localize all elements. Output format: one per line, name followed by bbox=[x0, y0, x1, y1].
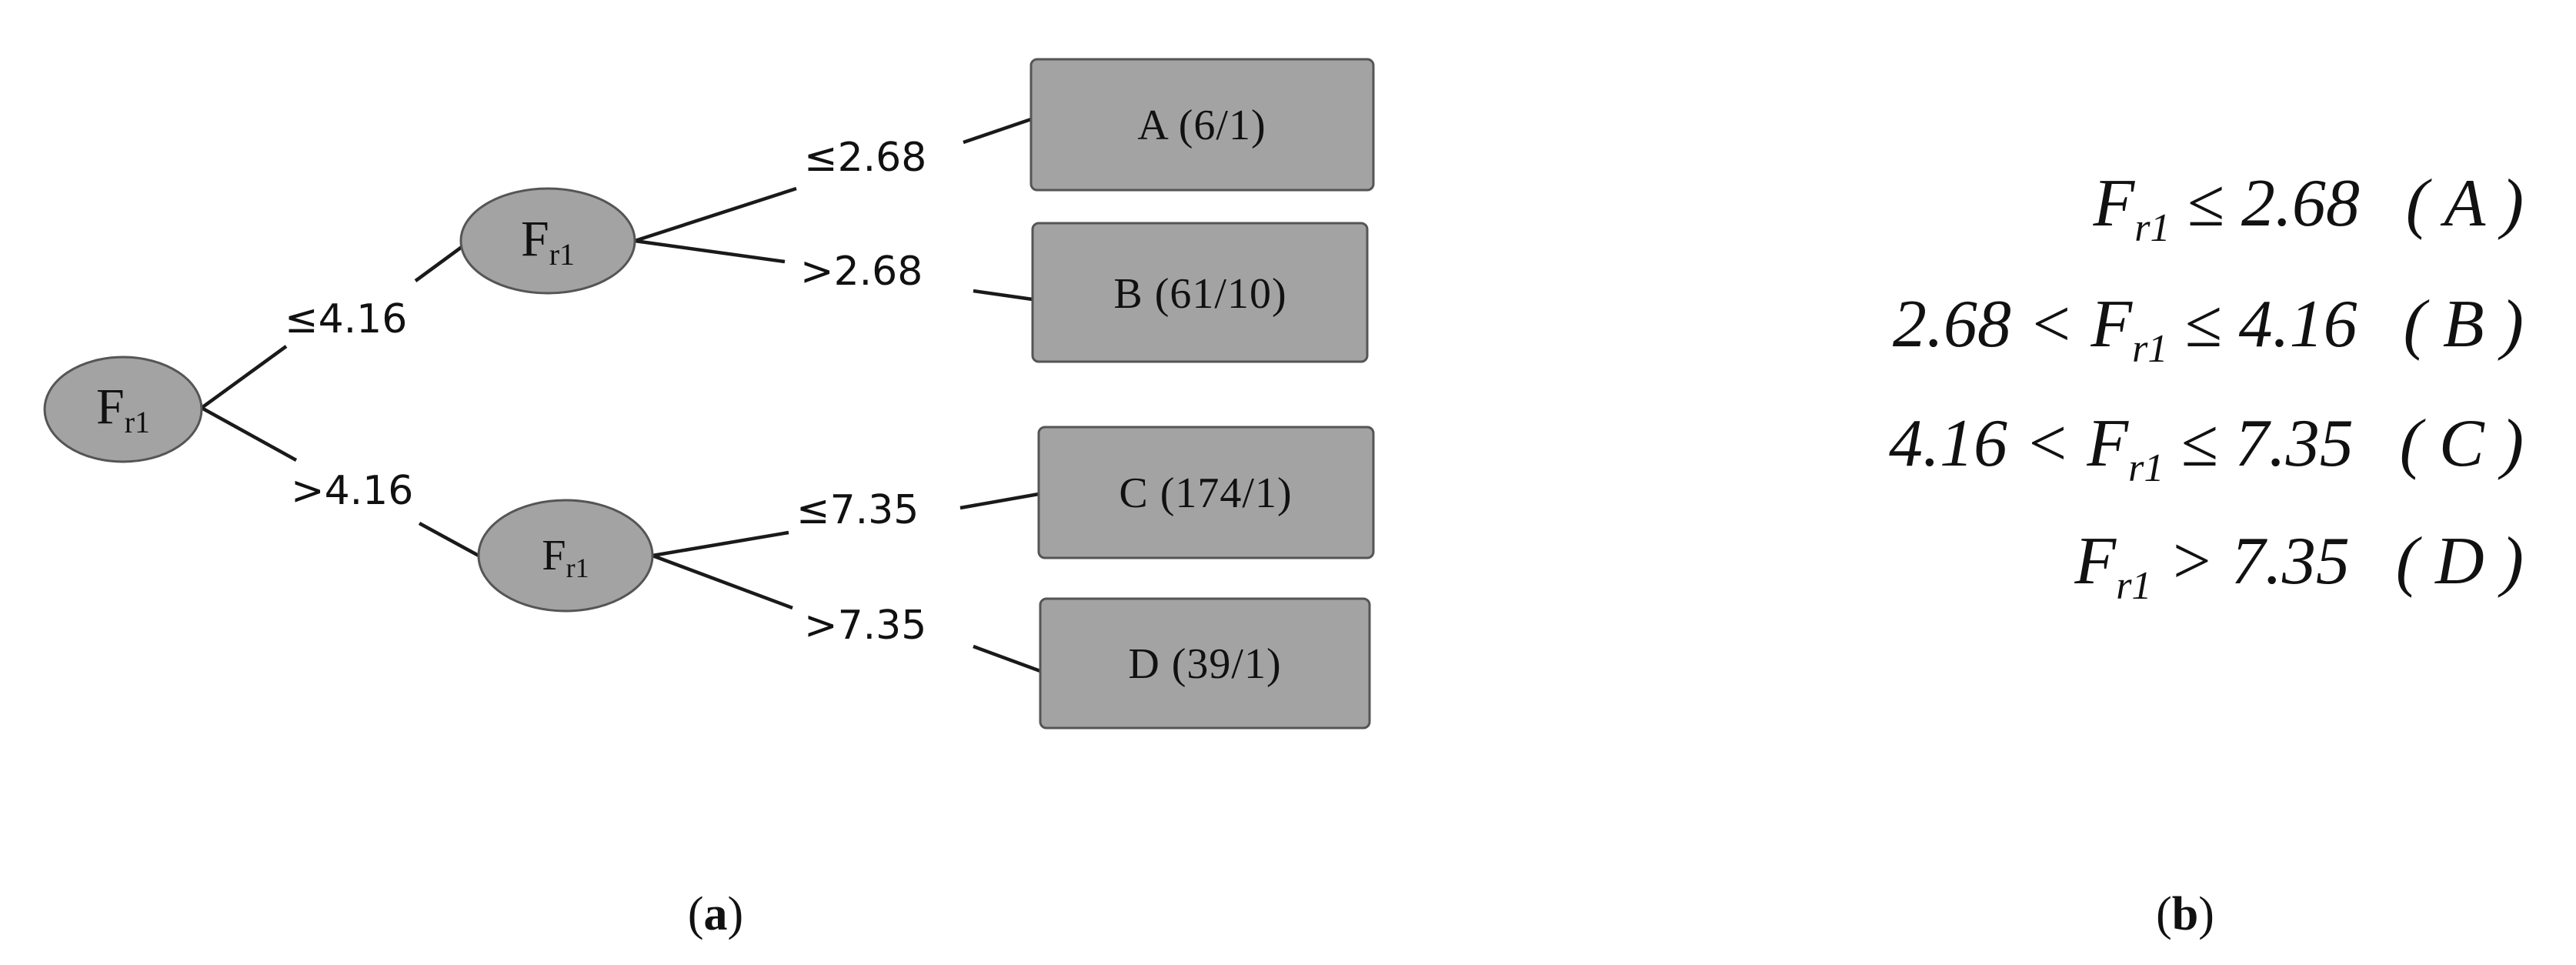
edge-upper-a-2 bbox=[963, 117, 1032, 145]
leaf-label-C: C (174/1) bbox=[1119, 469, 1292, 517]
rule-B: 2.68 < Fr1 ≤ 4.16( B ) bbox=[1893, 287, 2524, 371]
edge-upper-b bbox=[634, 239, 786, 264]
edge-root-lower bbox=[200, 406, 298, 462]
rule-C: 4.16 < Fr1 ≤ 7.35( C ) bbox=[1889, 406, 2524, 490]
edge-upper-b-2 bbox=[973, 289, 1033, 302]
panel-label-a: (a) bbox=[688, 888, 743, 940]
rule-A: Fr1 ≤ 2.68( A ) bbox=[2093, 166, 2524, 250]
leaf-node-B: B (61/10) bbox=[1031, 222, 1369, 363]
leaf-node-D: D (39/1) bbox=[1039, 597, 1371, 730]
edge-lower-c-2 bbox=[959, 492, 1039, 510]
leaf-label-B: B (61/10) bbox=[1113, 270, 1286, 318]
panel-b-rules: Fr1 ≤ 2.68( A ) 2.68 < Fr1 ≤ 4.16( B ) 4… bbox=[1889, 166, 2524, 608]
leaf-node-A: A (6/1) bbox=[1029, 58, 1375, 192]
panel-a-tree: ≤4.16 >4.16 ≤2.68 >2.68 ≤7.35 >7.35 Fr1 … bbox=[43, 58, 1375, 730]
edge-lower-d bbox=[652, 553, 793, 610]
leaf-label-A: A (6/1) bbox=[1137, 102, 1266, 149]
rule-D: Fr1 > 7.35( D ) bbox=[2074, 524, 2524, 608]
edge-lower-c bbox=[652, 530, 789, 558]
edge-label-upper-a: ≤2.68 bbox=[804, 135, 926, 181]
node-label-root: Fr1 bbox=[96, 379, 150, 439]
edge-label-lower-d: >7.35 bbox=[804, 603, 926, 649]
node-label-lower: Fr1 bbox=[542, 532, 589, 583]
edge-root-upper bbox=[200, 345, 288, 409]
edge-label-lower-c: ≤7.35 bbox=[796, 487, 919, 533]
edge-lower-d-2 bbox=[973, 644, 1041, 673]
tree-node-lower: Fr1 bbox=[477, 499, 654, 613]
edge-label-root-lower: >4.16 bbox=[291, 468, 413, 514]
leaf-label-D: D (39/1) bbox=[1128, 640, 1281, 688]
edge-root-lower-2 bbox=[418, 522, 480, 557]
edge-label-upper-b: >2.68 bbox=[800, 249, 923, 295]
tree-node-root: Fr1 bbox=[43, 356, 203, 463]
edge-label-root-upper: ≤4.16 bbox=[285, 296, 407, 342]
node-label-upper: Fr1 bbox=[521, 211, 575, 272]
panel-label-b: (b) bbox=[2156, 888, 2214, 940]
leaf-node-C: C (174/1) bbox=[1037, 426, 1375, 559]
edge-upper-a bbox=[634, 186, 797, 243]
tree-node-upper: Fr1 bbox=[459, 187, 636, 295]
